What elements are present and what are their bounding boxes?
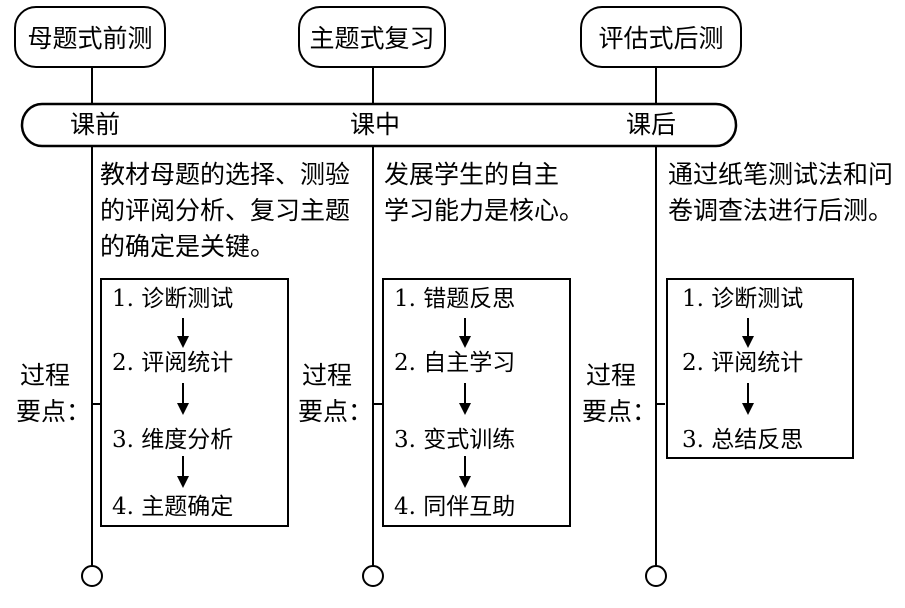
stage-3-description: 通过纸笔测试法和问 卷调查法进行后测。 xyxy=(668,157,893,229)
step-item: 4. 同伴互助 xyxy=(394,494,516,520)
stage-3-process-label: 过程 要点： xyxy=(582,358,657,430)
process-label-line: 要点： xyxy=(16,397,92,426)
stage-1-steps-box: 1. 诊断测试 2. 评阅统计 3. 维度分析 4. 主题确定 xyxy=(100,278,289,527)
stage-3-end-node xyxy=(645,565,667,587)
phase-3-label: 课后 xyxy=(626,110,677,139)
stage-1-description-line: 的确定是关键。 xyxy=(100,232,276,261)
phase-2-label: 课中 xyxy=(350,110,401,139)
stage-2-description-line: 学习能力是核心。 xyxy=(384,196,585,225)
phase-1-label: 课前 xyxy=(70,110,121,139)
stage-3-description-line: 通过纸笔测试法和问 xyxy=(668,160,894,189)
stage-2-process-label: 过程 要点： xyxy=(298,358,373,430)
step-item: 3. 总结反思 xyxy=(682,427,804,453)
stage-2-end-node xyxy=(362,565,384,587)
stage-1-line xyxy=(91,66,93,566)
stage-1-description-line: 教材母题的选择、测验 xyxy=(100,160,351,189)
stage-2-description-line: 发展学生的自主 xyxy=(384,160,560,189)
stage-2-line xyxy=(372,66,374,566)
step-item: 1. 错题反思 xyxy=(394,286,516,312)
stage-1-title-box: 母题式前测 xyxy=(14,6,166,68)
process-label-line: 过程 xyxy=(586,361,637,390)
stage-1-process-label: 过程 要点： xyxy=(16,358,91,430)
step-item: 2. 评阅统计 xyxy=(112,350,234,376)
stage-3-steps-box: 1. 诊断测试 2. 评阅统计 3. 总结反思 xyxy=(666,278,854,459)
stage-2-title: 主题式复习 xyxy=(309,24,435,53)
process-label-line: 过程 xyxy=(302,361,353,390)
process-label-line: 要点： xyxy=(298,397,374,426)
process-label-line: 过程 xyxy=(20,361,71,390)
stage-2-title-box: 主题式复习 xyxy=(298,6,446,68)
phase-bar xyxy=(20,102,738,148)
step-item: 3. 变式训练 xyxy=(394,427,516,453)
stage-3-description-line: 卷调查法进行后测。 xyxy=(668,196,894,225)
step-item: 1. 诊断测试 xyxy=(682,286,804,312)
stage-2-description: 发展学生的自主 学习能力是核心。 xyxy=(384,157,584,229)
step-item: 1. 诊断测试 xyxy=(112,286,234,312)
stage-1-description-line: 的评阅分析、复习主题 xyxy=(100,196,351,225)
stage-2-connector xyxy=(372,403,382,405)
step-item: 2. 评阅统计 xyxy=(682,350,804,376)
stage-3-title-box: 评估式后测 xyxy=(580,6,742,68)
process-label-line: 要点： xyxy=(582,397,658,426)
stage-1-description: 教材母题的选择、测验 的评阅分析、复习主题 的确定是关键。 xyxy=(100,157,350,265)
stage-2-steps-box: 1. 错题反思 2. 自主学习 3. 变式训练 4. 同伴互助 xyxy=(382,278,571,527)
step-item: 4. 主题确定 xyxy=(112,494,234,520)
stage-3-connector xyxy=(655,403,665,405)
stage-3-title: 评估式后测 xyxy=(598,24,724,53)
stage-1-title: 母题式前测 xyxy=(27,24,153,53)
stage-1-end-node xyxy=(81,565,103,587)
stage-3-line xyxy=(655,66,657,566)
step-item: 3. 维度分析 xyxy=(112,427,234,453)
stage-1-connector xyxy=(91,403,101,405)
step-item: 2. 自主学习 xyxy=(394,350,516,376)
